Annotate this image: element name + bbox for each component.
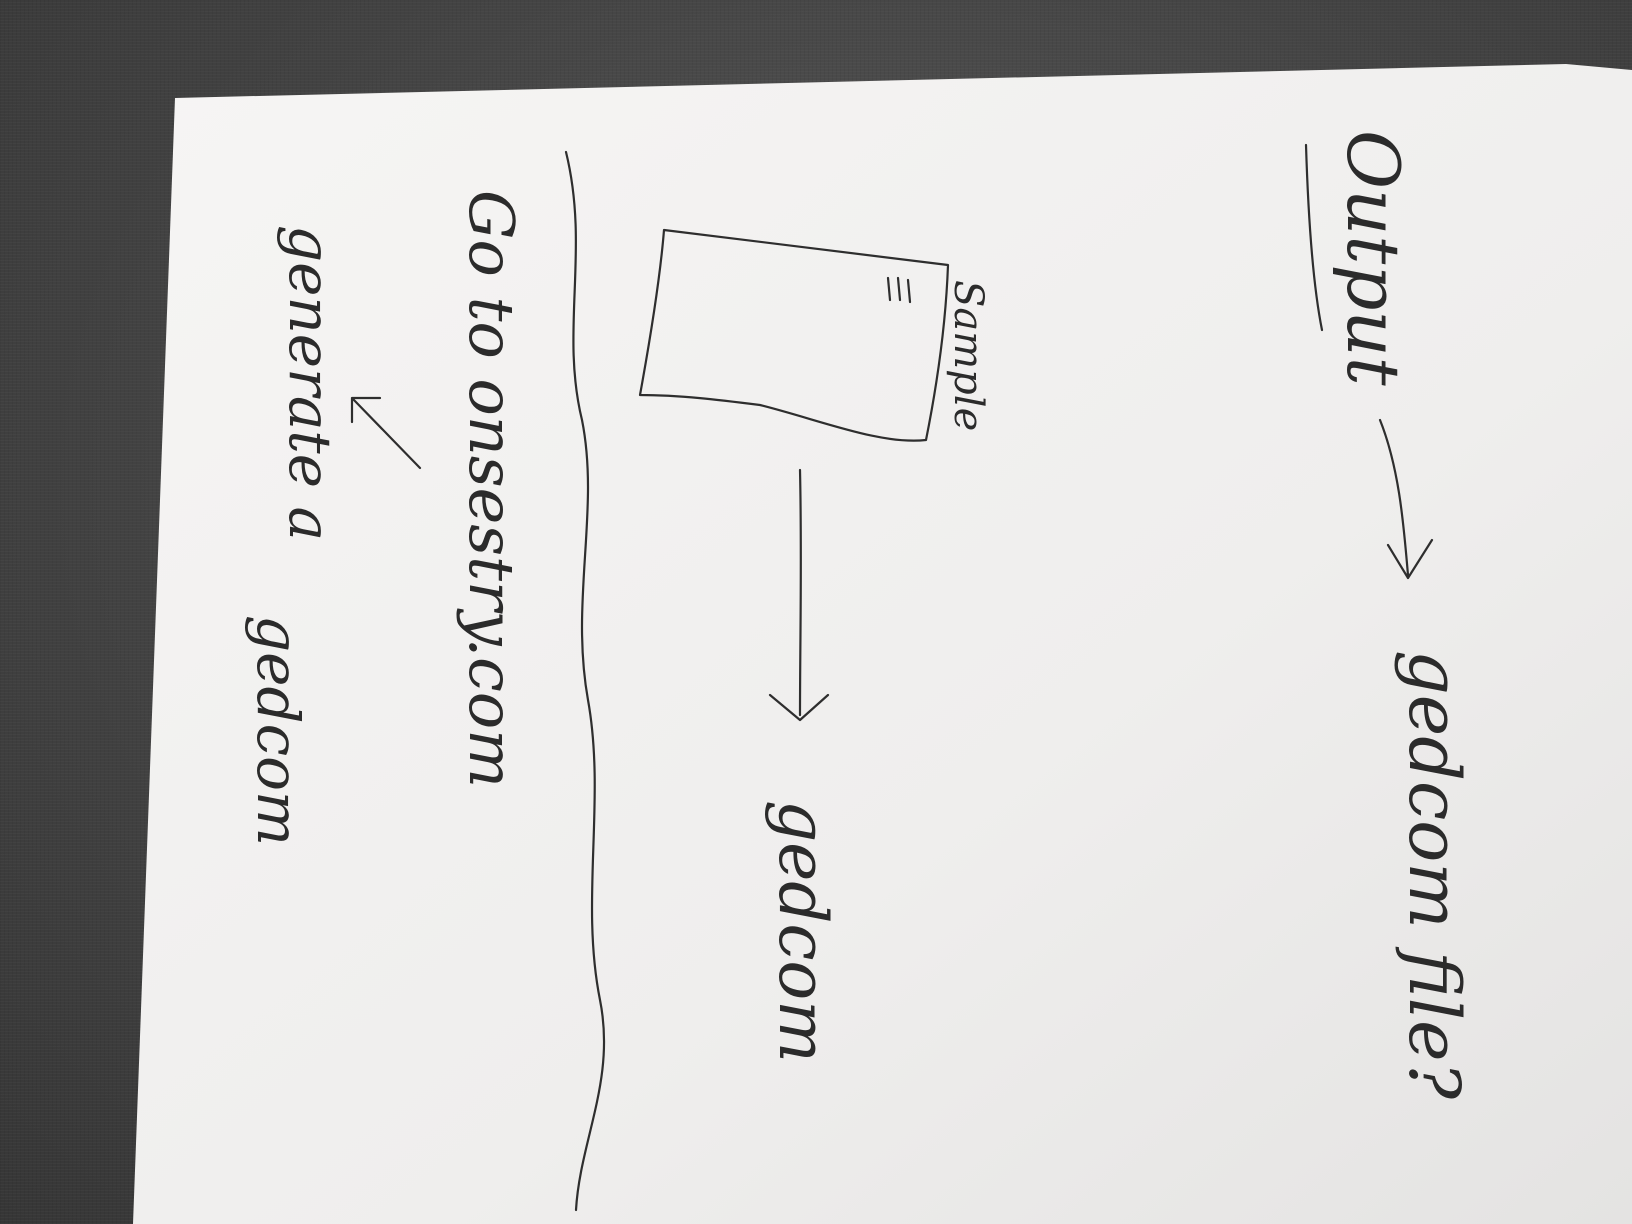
output-underline — [1304, 143, 1324, 332]
arrow-output-to-gedcom — [1378, 418, 1434, 580]
arrow-sample-to-gedcom — [768, 468, 830, 722]
sample-label: Sample — [945, 280, 991, 431]
sample-doc-lines — [886, 276, 912, 304]
paper-sheet — [133, 64, 1632, 1224]
output-label: Output — [1331, 130, 1415, 387]
sample-document-icon — [638, 228, 950, 442]
gedcom-result: gedcom — [764, 800, 841, 1063]
generate-line1: generate a — [276, 225, 344, 541]
arrow-to-generate — [350, 396, 422, 470]
divider-line — [564, 150, 606, 1212]
gedcom-question: gedcom file? — [1393, 650, 1475, 1100]
go-to-site-text: Go to onsestry.com — [455, 190, 528, 788]
generate-line2: gedcom — [244, 615, 312, 846]
